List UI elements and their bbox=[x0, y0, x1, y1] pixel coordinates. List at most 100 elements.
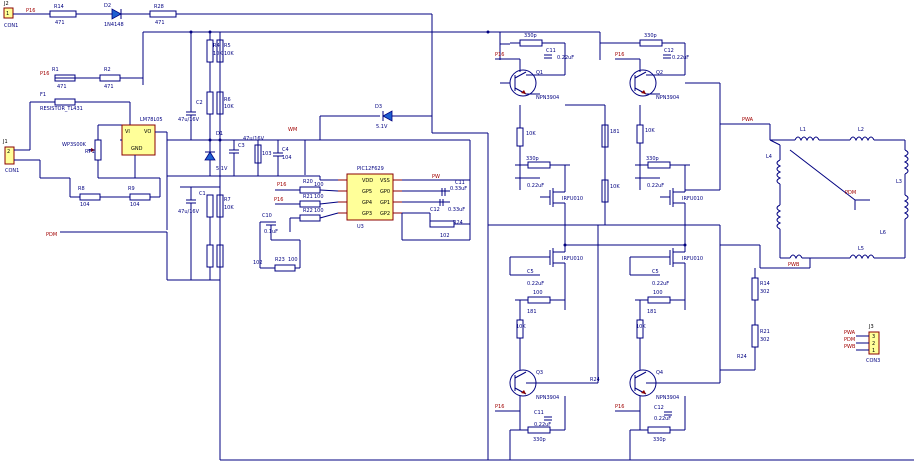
svg-text:L4: L4 bbox=[766, 154, 772, 160]
svg-text:103: 103 bbox=[262, 151, 272, 157]
transistor-q3: Q3 NPN3904 bbox=[514, 370, 559, 401]
svg-text:GP4: GP4 bbox=[362, 200, 372, 206]
svg-text:330p: 330p bbox=[646, 156, 659, 162]
svg-text:330p: 330p bbox=[524, 33, 537, 39]
svg-text:R20: R20 bbox=[303, 179, 313, 185]
svg-text:5.1V: 5.1V bbox=[376, 124, 388, 130]
svg-text:GP3: GP3 bbox=[362, 211, 372, 217]
svg-text:C2: C2 bbox=[196, 100, 203, 106]
svg-text:1: 1 bbox=[872, 348, 875, 354]
svg-text:R7: R7 bbox=[224, 197, 231, 203]
svg-text:RESISTOR_TL431: RESISTOR_TL431 bbox=[40, 106, 83, 112]
svg-text:10K: 10K bbox=[610, 184, 620, 190]
svg-text:10K: 10K bbox=[516, 324, 526, 330]
net-label-p16-left: P16 bbox=[26, 8, 35, 14]
svg-text:104: 104 bbox=[130, 202, 140, 208]
net-label-p16-q1: P16 bbox=[495, 52, 504, 58]
svg-text:0.22uF: 0.22uF bbox=[557, 55, 574, 61]
svg-text:D1: D1 bbox=[216, 131, 223, 137]
svg-text:10K: 10K bbox=[213, 51, 223, 57]
svg-text:GP0: GP0 bbox=[380, 189, 390, 195]
svg-text:47u/16V: 47u/16V bbox=[178, 209, 200, 215]
svg-text:1N4148: 1N4148 bbox=[104, 22, 124, 28]
svg-text:R14: R14 bbox=[54, 4, 64, 10]
svg-text:102: 102 bbox=[440, 233, 450, 239]
svg-text:471: 471 bbox=[104, 84, 114, 90]
svg-text:471: 471 bbox=[57, 84, 67, 90]
mosfet-q6: IRFU010 bbox=[669, 188, 703, 207]
svg-text:R23: R23 bbox=[275, 257, 285, 263]
svg-text:GP1: GP1 bbox=[380, 200, 390, 206]
svg-text:10K: 10K bbox=[224, 51, 234, 57]
svg-text:330p: 330p bbox=[533, 437, 546, 443]
svg-text:C12: C12 bbox=[654, 405, 664, 411]
svg-text:471: 471 bbox=[155, 20, 165, 26]
svg-text:CON1: CON1 bbox=[5, 168, 19, 174]
capacitor-c1: C1 47u/16V bbox=[178, 187, 206, 280]
net-label-p16-u3b: P16 bbox=[274, 197, 283, 203]
svg-text:330p: 330p bbox=[644, 33, 657, 39]
connector-j1: 2 J1 CON1 bbox=[2, 139, 19, 174]
svg-text:R24: R24 bbox=[590, 377, 600, 383]
svg-text:R24: R24 bbox=[737, 354, 747, 360]
svg-text:330p: 330p bbox=[526, 156, 539, 162]
svg-text:0.22uF: 0.22uF bbox=[672, 55, 689, 61]
potentiometer-rp1: WP3S00K RP1 bbox=[62, 139, 102, 161]
j2-ref: J2 bbox=[3, 1, 9, 7]
transistor-q4: Q4 NPN3904 bbox=[634, 370, 679, 401]
capacitor-c10: C10 0.1uF bbox=[262, 213, 278, 235]
svg-text:2: 2 bbox=[7, 149, 10, 155]
svg-text:100: 100 bbox=[314, 208, 324, 214]
svg-text:C3: C3 bbox=[238, 143, 245, 149]
net-label-pdm-left: PDM bbox=[46, 232, 57, 238]
svg-text:R8: R8 bbox=[78, 186, 85, 192]
svg-text:R24: R24 bbox=[453, 220, 463, 226]
svg-text:C12: C12 bbox=[430, 207, 440, 213]
svg-text:47u/16V: 47u/16V bbox=[178, 117, 200, 123]
svg-text:100: 100 bbox=[314, 182, 324, 188]
capacitor-c11: C11 0.33uF bbox=[441, 180, 467, 196]
capacitor-c2: C2 47u/16V bbox=[178, 100, 203, 140]
svg-text:R14: R14 bbox=[760, 281, 770, 287]
svg-text:R21: R21 bbox=[760, 329, 770, 335]
svg-text:VDD: VDD bbox=[362, 178, 373, 184]
svg-text:Q4: Q4 bbox=[656, 370, 663, 376]
svg-text:GND: GND bbox=[131, 146, 143, 152]
svg-text:0.22uF: 0.22uF bbox=[654, 416, 671, 422]
svg-text:10K: 10K bbox=[645, 128, 655, 134]
svg-text:0.22uF: 0.22uF bbox=[534, 422, 551, 428]
net-label-pdm-motor: PDM bbox=[845, 190, 856, 196]
svg-text:C12: C12 bbox=[664, 48, 674, 54]
svg-text:2: 2 bbox=[872, 341, 875, 347]
svg-text:C1: C1 bbox=[199, 191, 206, 197]
svg-text:471: 471 bbox=[55, 20, 65, 26]
svg-text:GP2: GP2 bbox=[380, 211, 390, 217]
svg-text:102: 102 bbox=[253, 260, 263, 266]
svg-text:J3: J3 bbox=[868, 324, 874, 330]
svg-text:R6: R6 bbox=[224, 97, 231, 103]
svg-text:104: 104 bbox=[282, 155, 292, 161]
svg-text:181: 181 bbox=[610, 129, 620, 135]
capacitor-c4: C4 104 bbox=[273, 140, 292, 176]
svg-text:C11: C11 bbox=[546, 48, 556, 54]
svg-text:L2: L2 bbox=[858, 127, 864, 133]
svg-text:NPN3904: NPN3904 bbox=[656, 395, 679, 401]
svg-text:L5: L5 bbox=[858, 246, 864, 252]
j2-value: CON1 bbox=[4, 23, 18, 29]
capacitor-c3: C3 47u/16V bbox=[229, 136, 265, 176]
net-label-p16-u3a: P16 bbox=[277, 182, 286, 188]
mosfet-q8: IRFU010 bbox=[669, 248, 703, 267]
svg-text:10K: 10K bbox=[526, 131, 536, 137]
connector-j2: 1 J2 CON1 bbox=[3, 1, 18, 29]
svg-text:C5: C5 bbox=[652, 269, 659, 275]
svg-text:L1: L1 bbox=[800, 127, 806, 133]
svg-text:LM78L05: LM78L05 bbox=[140, 117, 163, 123]
svg-text:0.33uF: 0.33uF bbox=[450, 186, 467, 192]
svg-text:R9: R9 bbox=[128, 186, 135, 192]
svg-text:NPN3904: NPN3904 bbox=[536, 95, 559, 101]
connector-j3: 3 2 1 J3 CON3 bbox=[866, 324, 880, 364]
svg-text:R2: R2 bbox=[104, 67, 111, 73]
svg-text:10K: 10K bbox=[224, 104, 234, 110]
motor-windings: L1 L2 L3 L4 L5 PDM L6 bbox=[766, 127, 909, 268]
